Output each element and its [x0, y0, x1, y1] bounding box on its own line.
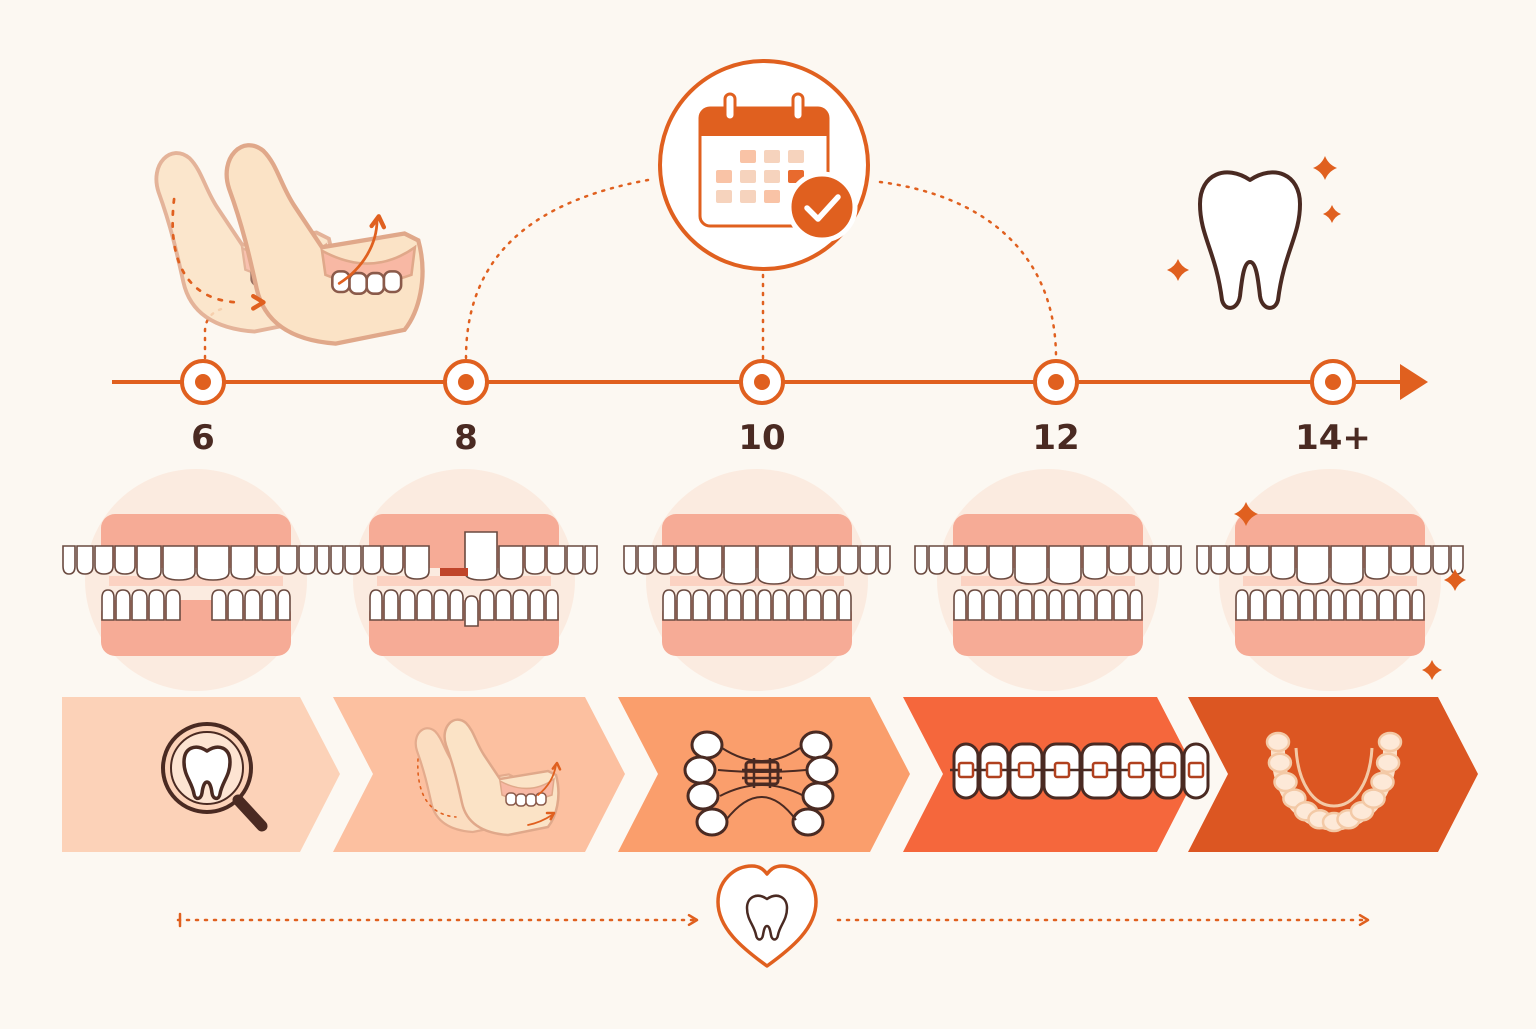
top-illustrations — [154, 59, 1341, 360]
teeth-age-14-plus — [1196, 469, 1464, 691]
retainer-icon — [1265, 731, 1403, 833]
teeth-age-8 — [330, 469, 598, 691]
heart-tooth-icon — [716, 864, 818, 968]
age-label-8: 8 — [454, 418, 478, 458]
teeth-age-10 — [623, 469, 891, 691]
age-label-6: 6 — [191, 418, 215, 458]
timeline-marker-14-plus — [1310, 359, 1356, 405]
sparkles — [1234, 502, 1466, 680]
calendar-check-icon — [658, 59, 870, 271]
timeline-marker-8 — [443, 359, 489, 405]
footer-flow — [176, 864, 1370, 968]
jaw-growth-icon — [154, 145, 422, 343]
timeline-axis — [112, 359, 1428, 405]
dotted-arc-left — [464, 178, 650, 360]
teeth-age-6 — [62, 469, 330, 691]
age-label-10: 10 — [738, 418, 786, 458]
stage-chevron-10 — [618, 697, 910, 852]
sparkling-tooth-icon — [1167, 156, 1341, 310]
age-label-12: 12 — [1032, 418, 1080, 458]
age-label-14-plus: 14+ — [1295, 418, 1371, 458]
braces-icon — [950, 742, 1210, 800]
timeline-marker-12 — [1033, 359, 1079, 405]
timeline-marker-10 — [739, 359, 785, 405]
jaw-growth-icon — [414, 718, 562, 837]
stage-chevron-14-plus — [1188, 697, 1478, 852]
stage-banner — [62, 697, 1478, 852]
timeline-arrow-head — [1400, 364, 1428, 400]
teeth-age-12 — [914, 469, 1182, 691]
magnifier-tooth-icon — [161, 722, 268, 832]
dotted-arc-right — [878, 180, 1058, 360]
palatal-expander-icon — [683, 730, 839, 837]
timeline-marker-6 — [180, 359, 226, 405]
teeth-row — [62, 469, 1466, 691]
